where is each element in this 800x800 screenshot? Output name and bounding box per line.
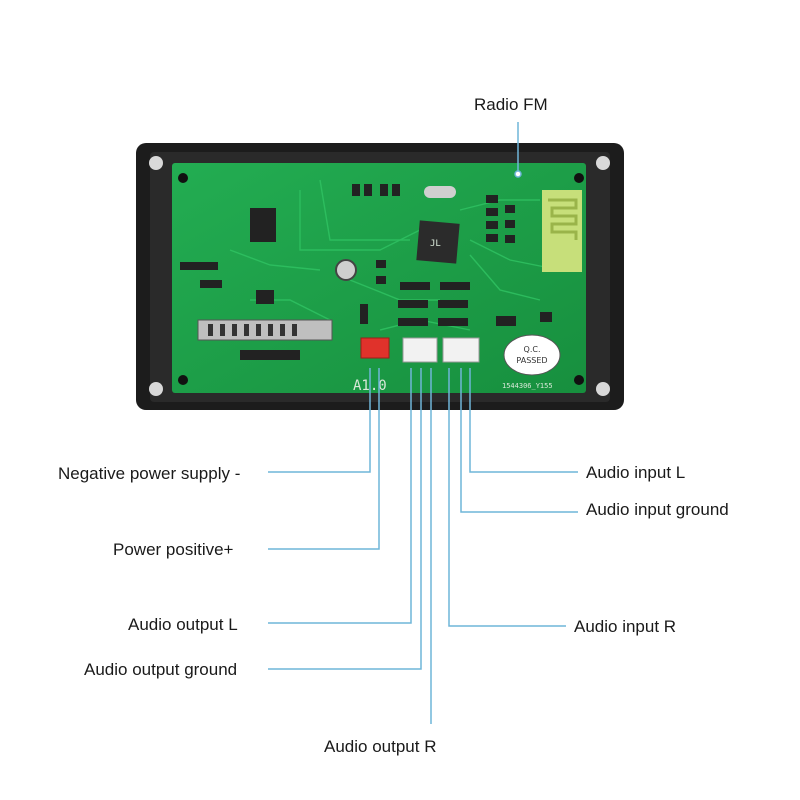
leader-lines [268, 122, 578, 724]
regulator-chip [250, 208, 276, 242]
qc-line2: PASSED [516, 356, 547, 365]
screw-hole [149, 156, 163, 170]
leader-audio-input-r [448, 368, 566, 627]
screw-hole [596, 156, 610, 170]
sd-card-slot [197, 319, 333, 341]
audio-input-connector [442, 337, 480, 363]
svg-text:JL: JL [430, 239, 441, 249]
label-audio-input-ground: Audio input ground [586, 500, 729, 519]
crystal [424, 186, 456, 198]
pcb-board: JL [172, 163, 586, 394]
label-audio-output-ground: Audio output ground [84, 660, 237, 679]
smd-components [180, 184, 552, 360]
label-audio-input-l: Audio input L [586, 463, 685, 482]
bluetooth-antenna-module [542, 190, 582, 272]
power-connector [360, 337, 390, 359]
mount-pad [178, 375, 188, 385]
label-power-positive: Power positive+ [113, 540, 234, 559]
mount-pad [574, 375, 584, 385]
qc-line1: Q.C. [524, 345, 541, 354]
leader-audio-output-ground [268, 368, 422, 670]
qc-sticker: Q.C. PASSED [503, 334, 561, 376]
label-negative-power: Negative power supply - [58, 464, 240, 483]
leader-audio-input-l [469, 368, 578, 473]
label-audio-input-r: Audio input R [574, 617, 676, 636]
serial-number: 1544306_Y155 [502, 382, 553, 390]
leader-power-positive [268, 368, 380, 550]
screw-hole [149, 382, 163, 396]
mount-pad [178, 173, 188, 183]
mount-pad [574, 173, 584, 183]
leader-negative-power [268, 368, 371, 473]
audio-output-connector [402, 337, 438, 363]
label-audio-output-l: Audio output L [128, 615, 238, 634]
label-audio-output-r: Audio output R [324, 737, 436, 756]
radio-fm-pin [514, 170, 522, 178]
leader-audio-output-l [268, 368, 412, 624]
screw-hole [596, 382, 610, 396]
main-chip: JL [416, 220, 460, 264]
label-radio-fm: Radio FM [474, 95, 548, 114]
leader-audio-input-ground [460, 368, 578, 513]
capacitor [335, 259, 357, 281]
